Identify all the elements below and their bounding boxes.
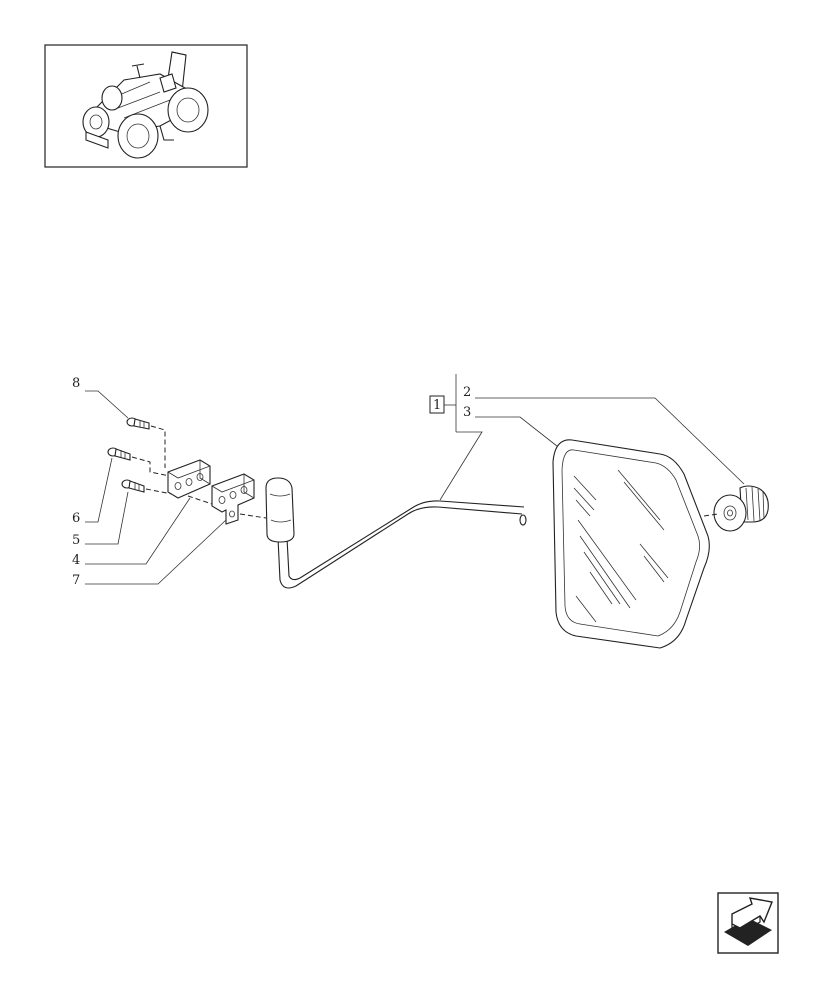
callout-6: 6 xyxy=(72,511,80,526)
callout-8: 8 xyxy=(72,376,80,391)
mirror-arm xyxy=(265,477,527,589)
callout-5: 5 xyxy=(72,533,80,548)
callout-4: 4 xyxy=(72,553,80,568)
bracket-7 xyxy=(211,473,255,525)
next-page-arrow-icon[interactable] xyxy=(717,892,779,954)
callout-1: 1 xyxy=(433,398,441,413)
bolt-8 xyxy=(126,417,150,430)
bolt-5 xyxy=(121,479,145,493)
bracket-4 xyxy=(167,459,211,499)
callout-3: 3 xyxy=(463,405,471,420)
knob-2 xyxy=(713,485,769,532)
callout-7: 7 xyxy=(72,573,80,588)
callout-2: 2 xyxy=(463,385,471,400)
tractor-thumbnail-icon[interactable] xyxy=(44,44,248,168)
ref-box xyxy=(429,395,445,414)
mirror-head-3 xyxy=(552,439,710,649)
bolt-6 xyxy=(107,447,131,461)
